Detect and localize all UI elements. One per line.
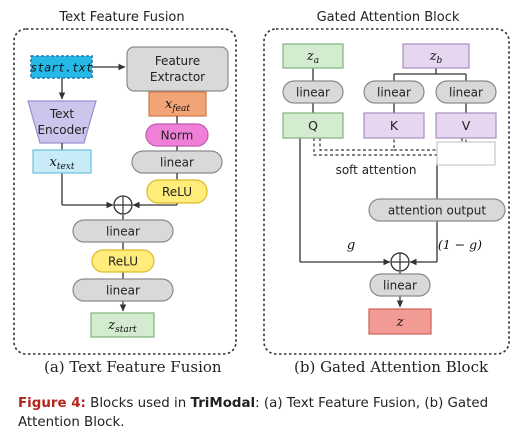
linear-a-box: [282, 80, 344, 104]
z-start-box: [90, 312, 155, 338]
panel-b-frame: [263, 28, 510, 355]
z-a-label: za: [306, 49, 319, 66]
linear-out-box: [369, 273, 431, 297]
feature-extractor-box: [126, 46, 229, 92]
v-box: [435, 112, 497, 139]
linear-3-label: linear: [106, 284, 140, 298]
panel-b-caption: (b) Gated Attention Block: [294, 358, 489, 376]
z-out-label: z: [396, 315, 404, 330]
caption-text-before: Blocks used in: [85, 396, 191, 411]
attention-output-label: attention output: [388, 204, 486, 218]
panel-b-title: Gated Attention Block: [317, 10, 460, 25]
q-box: [282, 112, 344, 139]
z-b-box: [402, 43, 470, 69]
feature-extractor-label-line1: Feature: [155, 54, 200, 68]
soft-attention-label: soft attention: [336, 163, 417, 177]
caption-model-name: TriModal: [190, 396, 256, 411]
v-label: V: [462, 118, 471, 133]
k-box: [363, 112, 425, 139]
relu-2-box: [91, 249, 155, 273]
z-out-box: [368, 308, 432, 335]
linear-b1-label: linear: [377, 86, 411, 100]
panel-a-frame: [13, 28, 237, 355]
linear-out-label: linear: [383, 279, 417, 293]
start-txt-label: start.txt: [30, 61, 92, 75]
linear-right-label: linear: [160, 156, 194, 170]
g-label: g: [347, 238, 355, 253]
q-label: Q: [308, 118, 318, 133]
linear-1-label: linear: [106, 225, 140, 239]
panel-b-connectors: [299, 68, 467, 308]
start-txt-box: [30, 55, 93, 79]
linear-1-box: [72, 219, 174, 243]
z-a-box: [282, 43, 344, 69]
relu-2-label: ReLU: [108, 255, 138, 269]
linear-b2-box: [435, 80, 497, 104]
linear-3-box: [72, 278, 174, 302]
text-encoder-label-line2: Encoder: [37, 123, 86, 137]
linear-b1-box: [363, 80, 425, 104]
one-minus-g-label: (1 − g): [438, 237, 482, 252]
relu-right-label: ReLU: [162, 185, 192, 199]
linear-b2-label: linear: [449, 86, 483, 100]
attention-output-box: [368, 198, 506, 222]
panel-a-caption: (a) Text Feature Fusion: [44, 358, 222, 376]
z-b-label: zb: [429, 49, 443, 66]
add-node-b: [390, 252, 410, 272]
caption-text-after: : (a) Text Feature Fusion, (b) Gated Att…: [18, 396, 489, 430]
norm-label: Norm: [161, 129, 194, 143]
add-node-a: [113, 195, 133, 215]
x-feat-label: xfeat: [165, 97, 190, 114]
figure-caption: Figure 4: Blocks used in TriModal: (a) T…: [18, 394, 513, 432]
z-start-label: zstart: [107, 318, 137, 335]
text-encoder-box: [27, 100, 97, 144]
soft-attention-aux-box: [436, 141, 496, 166]
linear-a-label: linear: [296, 86, 330, 100]
panel-a-title: Text Feature Fusion: [58, 10, 184, 25]
text-encoder-label-line1: Text: [49, 107, 75, 121]
feature-extractor-label-line2: Extractor: [150, 70, 205, 84]
x-text-box: [32, 149, 92, 174]
relu-right-box: [146, 179, 208, 204]
k-label: K: [390, 118, 399, 133]
figure-label: Figure 4:: [18, 396, 86, 411]
x-text-label: xtext: [50, 155, 75, 172]
